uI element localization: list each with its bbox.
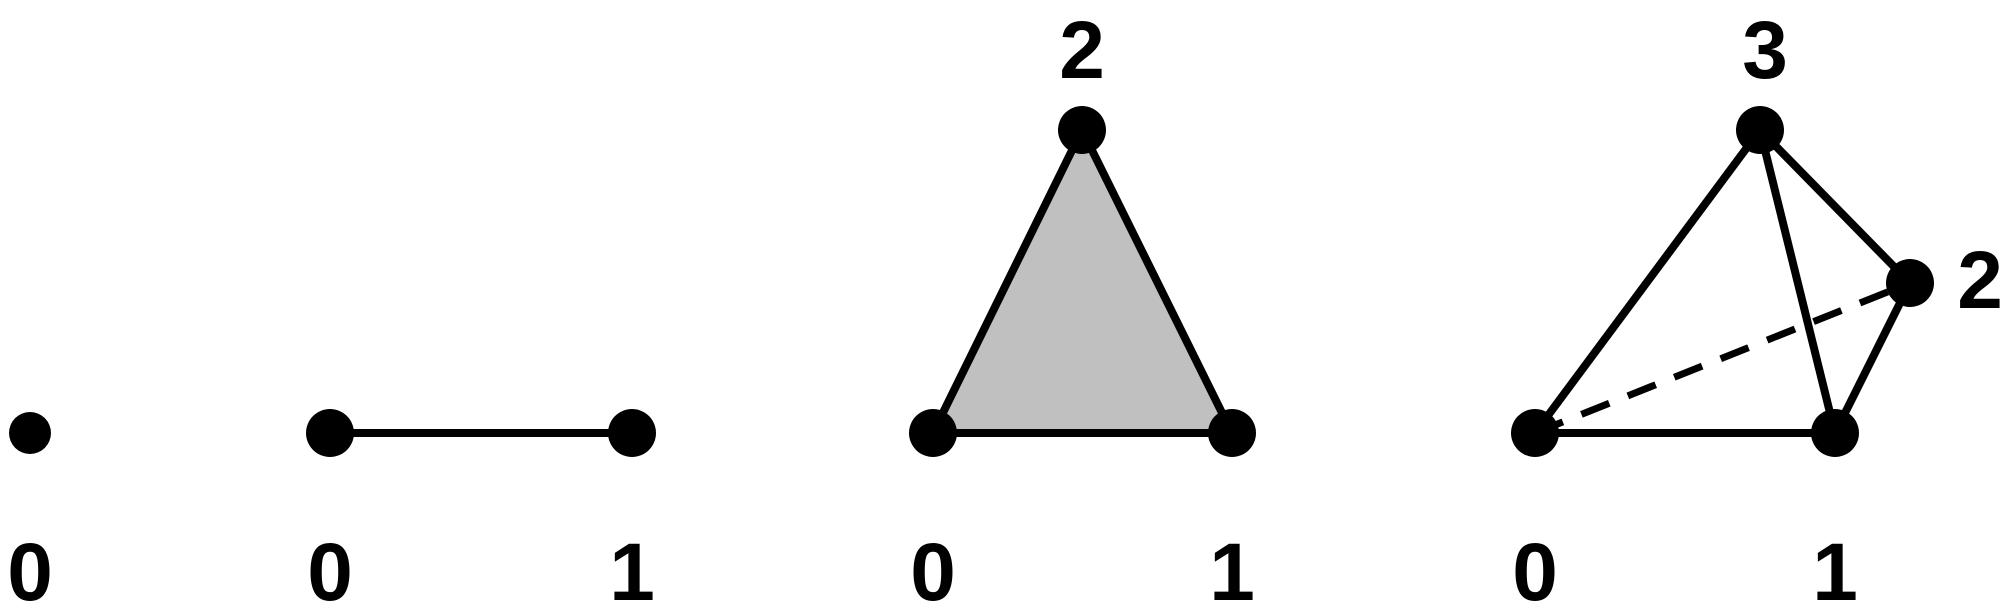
simplex-2-vertex-0 — [909, 409, 957, 457]
simplex-0-label-0: 0 — [7, 527, 53, 608]
simplex-1-vertex-0 — [306, 409, 354, 457]
simplex-1-vertex-1 — [608, 409, 656, 457]
simplex-3-label-2: 2 — [1957, 235, 2003, 326]
simplex-3-vertex-0 — [1511, 409, 1559, 457]
simplex-3-edge-0-3 — [1531, 127, 1764, 436]
simplex-1: 0 1 — [306, 409, 656, 608]
simplex-2-label-0: 0 — [910, 527, 956, 608]
simplex-3-vertex-2 — [1886, 259, 1934, 307]
simplex-0-vertex-0 — [9, 412, 51, 454]
simplex-3-label-3: 3 — [1742, 5, 1788, 96]
simplex-2-label-2: 2 — [1059, 5, 1105, 96]
simplex-3-hidden-edge-0-2 — [1533, 279, 1912, 437]
simplex-0: 0 — [7, 412, 53, 608]
simplex-1-label-0: 0 — [307, 527, 353, 608]
simplex-3-label-1: 1 — [1812, 527, 1858, 608]
simplex-2-vertex-2 — [1058, 106, 1106, 154]
simplex-2-vertex-1 — [1208, 409, 1256, 457]
simplex-3-edge-3-2 — [1757, 127, 1913, 286]
simplex-2-label-1: 1 — [1209, 527, 1255, 608]
simplex-3: 0 1 2 3 — [1511, 5, 2003, 608]
simplex-3-edge-1-2 — [1831, 281, 1914, 435]
simplex-3-vertex-1 — [1811, 409, 1859, 457]
simplex-3-label-0: 0 — [1512, 527, 1558, 608]
simplex-3-vertex-3 — [1736, 106, 1784, 154]
simplex-1-label-1: 1 — [609, 527, 655, 608]
simplex-3-edge-1-3 — [1756, 129, 1839, 434]
simplex-2: 0 1 2 — [909, 5, 1256, 608]
simplex-2-face — [929, 126, 1236, 437]
